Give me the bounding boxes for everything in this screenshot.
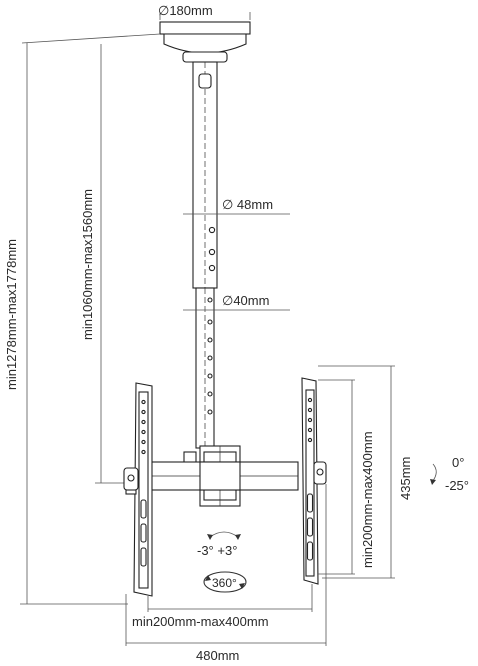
- tilt-indicator: 0° -25°: [430, 455, 469, 493]
- total-height-dimension: min1278mm-max1778mm: [4, 33, 161, 605]
- inner-tube-dimension: ∅40mm: [183, 293, 290, 311]
- tilt-down-label: -25°: [445, 478, 469, 493]
- bracket-width-label: 480mm: [196, 648, 239, 663]
- swivel-indicator: 360°: [203, 571, 247, 593]
- plate-diameter-dimension: ∅180mm: [158, 3, 251, 20]
- pole-height-dimension: min1060mm-max1560mm: [80, 44, 128, 484]
- plate-diameter-label: ∅180mm: [158, 3, 213, 18]
- left-bracket: [123, 382, 153, 597]
- bracket-width-dimension: 480mm: [125, 484, 327, 663]
- ceiling-plate: [159, 21, 251, 63]
- vertical-hole-range-dimension: min200mm-max400mm: [318, 379, 375, 575]
- bracket-height-dimension: 435mm: [318, 365, 413, 579]
- tilt-up-label: 0°: [452, 455, 464, 470]
- right-bracket: [301, 377, 327, 585]
- vertical-hole-range-label: min200mm-max400mm: [360, 431, 375, 568]
- horizontal-hole-range-dimension: min200mm-max400mm: [132, 584, 313, 629]
- inner-tube: [195, 287, 215, 449]
- outer-tube: [192, 61, 218, 289]
- pole-height-label: min1060mm-max1560mm: [80, 189, 95, 340]
- outer-tube-dimension: ∅ 48mm: [183, 197, 290, 215]
- inner-tube-diameter-label: ∅40mm: [222, 293, 269, 308]
- horizontal-hole-range-label: min200mm-max400mm: [132, 614, 269, 629]
- outer-tube-diameter-label: ∅ 48mm: [222, 197, 273, 212]
- swivel-label: 360°: [212, 576, 237, 590]
- level-adjust-label: -3° +3°: [197, 543, 237, 558]
- cross-arm: [149, 461, 299, 491]
- bracket-height-label: 435mm: [398, 457, 413, 500]
- level-adjust-indicator: -3° +3°: [197, 531, 241, 558]
- total-height-label: min1278mm-max1778mm: [4, 239, 19, 390]
